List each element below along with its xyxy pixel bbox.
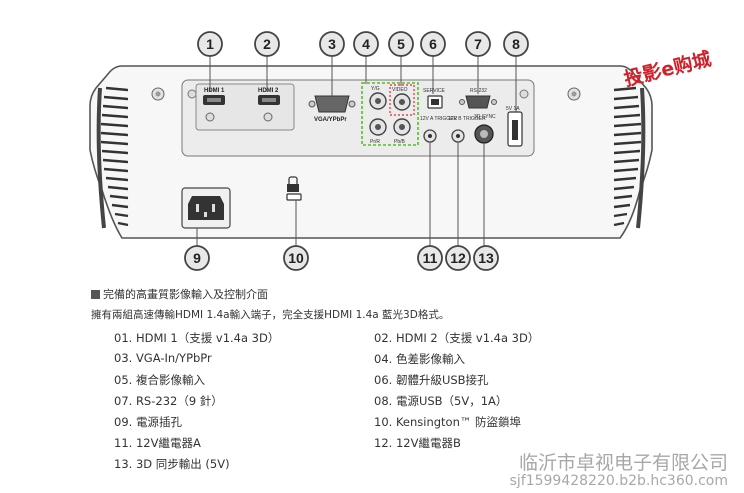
svg-text:2: 2 bbox=[263, 36, 271, 52]
power-inlet bbox=[181, 187, 231, 229]
svg-text:10: 10 bbox=[288, 250, 304, 266]
svg-text:4: 4 bbox=[362, 36, 370, 52]
kensington-lock-slot bbox=[286, 176, 302, 201]
callout-2: 2 bbox=[254, 31, 280, 57]
spec-item: 01. HDMI 1（支援 v1.4a 3D） bbox=[114, 331, 280, 345]
sync-port-label: 3D SYNC bbox=[474, 114, 496, 120]
callout-11: 11 bbox=[417, 245, 443, 271]
power-usb-label: 5V 1A bbox=[506, 106, 520, 112]
section-title-text: 完備的高畫質影像輸入及控制介面 bbox=[103, 288, 268, 301]
callout-10: 10 bbox=[283, 245, 309, 271]
svg-text:13: 13 bbox=[478, 250, 494, 266]
callout-leader-lines bbox=[196, 56, 517, 246]
svg-text:3: 3 bbox=[328, 36, 336, 52]
spec-item: 02. HDMI 2（支援 v1.4a 3D） bbox=[374, 331, 540, 345]
vga-port-label: VGA/YPbPr bbox=[314, 117, 347, 123]
svg-text:7: 7 bbox=[474, 36, 482, 52]
callout-3: 3 bbox=[319, 31, 345, 57]
spec-item: 10. Kensington™ 防盜鎖埠 bbox=[374, 415, 522, 429]
callout-6: 6 bbox=[420, 31, 446, 57]
trigger-a-label: 12V A TRIGGER bbox=[420, 116, 458, 122]
component-group: Y/G Pr/R Pb/B bbox=[361, 82, 419, 146]
callout-5: 5 bbox=[388, 31, 414, 57]
pr-port-label: Pr/R bbox=[370, 139, 380, 145]
spec-item: 04. 色差影像輸入 bbox=[374, 352, 465, 366]
video-port-label: VIDEO bbox=[392, 87, 408, 93]
power-usb-port: 5V 1A bbox=[506, 106, 523, 147]
svg-text:8: 8 bbox=[512, 36, 520, 52]
hdmi1-port-label: HDMI 1 bbox=[204, 88, 225, 94]
y-port-label: Y/G bbox=[371, 86, 380, 92]
intro-text: 擁有兩組高速傳輸HDMI 1.4a輸入端子，完全支援HDMI 1.4a 藍光3D… bbox=[91, 309, 450, 321]
spec-item: 06. 韌體升級USB接孔 bbox=[374, 373, 489, 387]
spec-item: 05. 複合影像輸入 bbox=[114, 373, 205, 387]
right-vent-grill bbox=[613, 86, 646, 229]
svg-text:6: 6 bbox=[429, 36, 437, 52]
callout-badges: 1 2 3 4 5 6 7 8 9 10 11 12 13 bbox=[184, 31, 529, 271]
screw-plate-right bbox=[519, 89, 529, 99]
svg-text:12: 12 bbox=[450, 250, 466, 266]
rs232-port: RS-232 bbox=[459, 88, 497, 109]
svg-text:5: 5 bbox=[397, 36, 405, 52]
spec-item: 11. 12V繼電器A bbox=[114, 436, 201, 450]
callout-1: 1 bbox=[197, 31, 223, 57]
store-url: sjf1599428220.b2b.hc360.com bbox=[509, 473, 728, 489]
section-title: 完備的高畫質影像輸入及控制介面 bbox=[91, 286, 268, 302]
callout-9: 9 bbox=[184, 245, 210, 271]
bullet-square bbox=[91, 290, 100, 299]
callout-8: 8 bbox=[503, 31, 529, 57]
spec-item: 03. VGA-In/YPbPr bbox=[114, 351, 212, 365]
svg-text:11: 11 bbox=[423, 250, 438, 266]
callout-13: 13 bbox=[473, 245, 499, 271]
store-watermark: 投影e购城 bbox=[622, 47, 714, 91]
trigger-b-label: 12V B TRIGGER bbox=[448, 116, 486, 122]
callout-4: 4 bbox=[353, 31, 379, 57]
pb-port-label: Pb/B bbox=[394, 139, 406, 145]
svg-text:9: 9 bbox=[193, 250, 201, 266]
rs232-port-label: RS-232 bbox=[470, 88, 487, 94]
screw-plate-left bbox=[187, 89, 197, 99]
hdmi2-port-label: HDMI 2 bbox=[258, 88, 279, 94]
callout-7: 7 bbox=[465, 31, 491, 57]
hdmi-group: HDMI 1 HDMI 2 bbox=[195, 83, 295, 131]
spec-item: 12. 12V繼電器B bbox=[374, 436, 461, 450]
video-group: VIDEO bbox=[389, 84, 415, 116]
vga-port: VGA/YPbPr bbox=[308, 95, 356, 123]
spec-item: 09. 電源插孔 bbox=[114, 415, 182, 429]
callout-12: 12 bbox=[445, 245, 471, 271]
company-name: 临沂市卓视电子有限公司 bbox=[518, 452, 728, 474]
spec-item: 13. 3D 同步輸出 (5V) bbox=[114, 457, 230, 471]
spec-item: 08. 電源USB（5V，1A） bbox=[374, 394, 508, 408]
projector-rear-panel-diagram: HDMI 1 HDMI 2 VGA/YPbPr Y/G Pr/R Pb/B VI… bbox=[89, 31, 714, 271]
spec-item: 07. RS-232（9 針） bbox=[114, 394, 223, 408]
svg-text:1: 1 bbox=[206, 36, 214, 52]
service-usb-port: SERVICE bbox=[423, 88, 446, 109]
service-port-label: SERVICE bbox=[423, 88, 446, 94]
left-vent-grill bbox=[96, 86, 129, 229]
